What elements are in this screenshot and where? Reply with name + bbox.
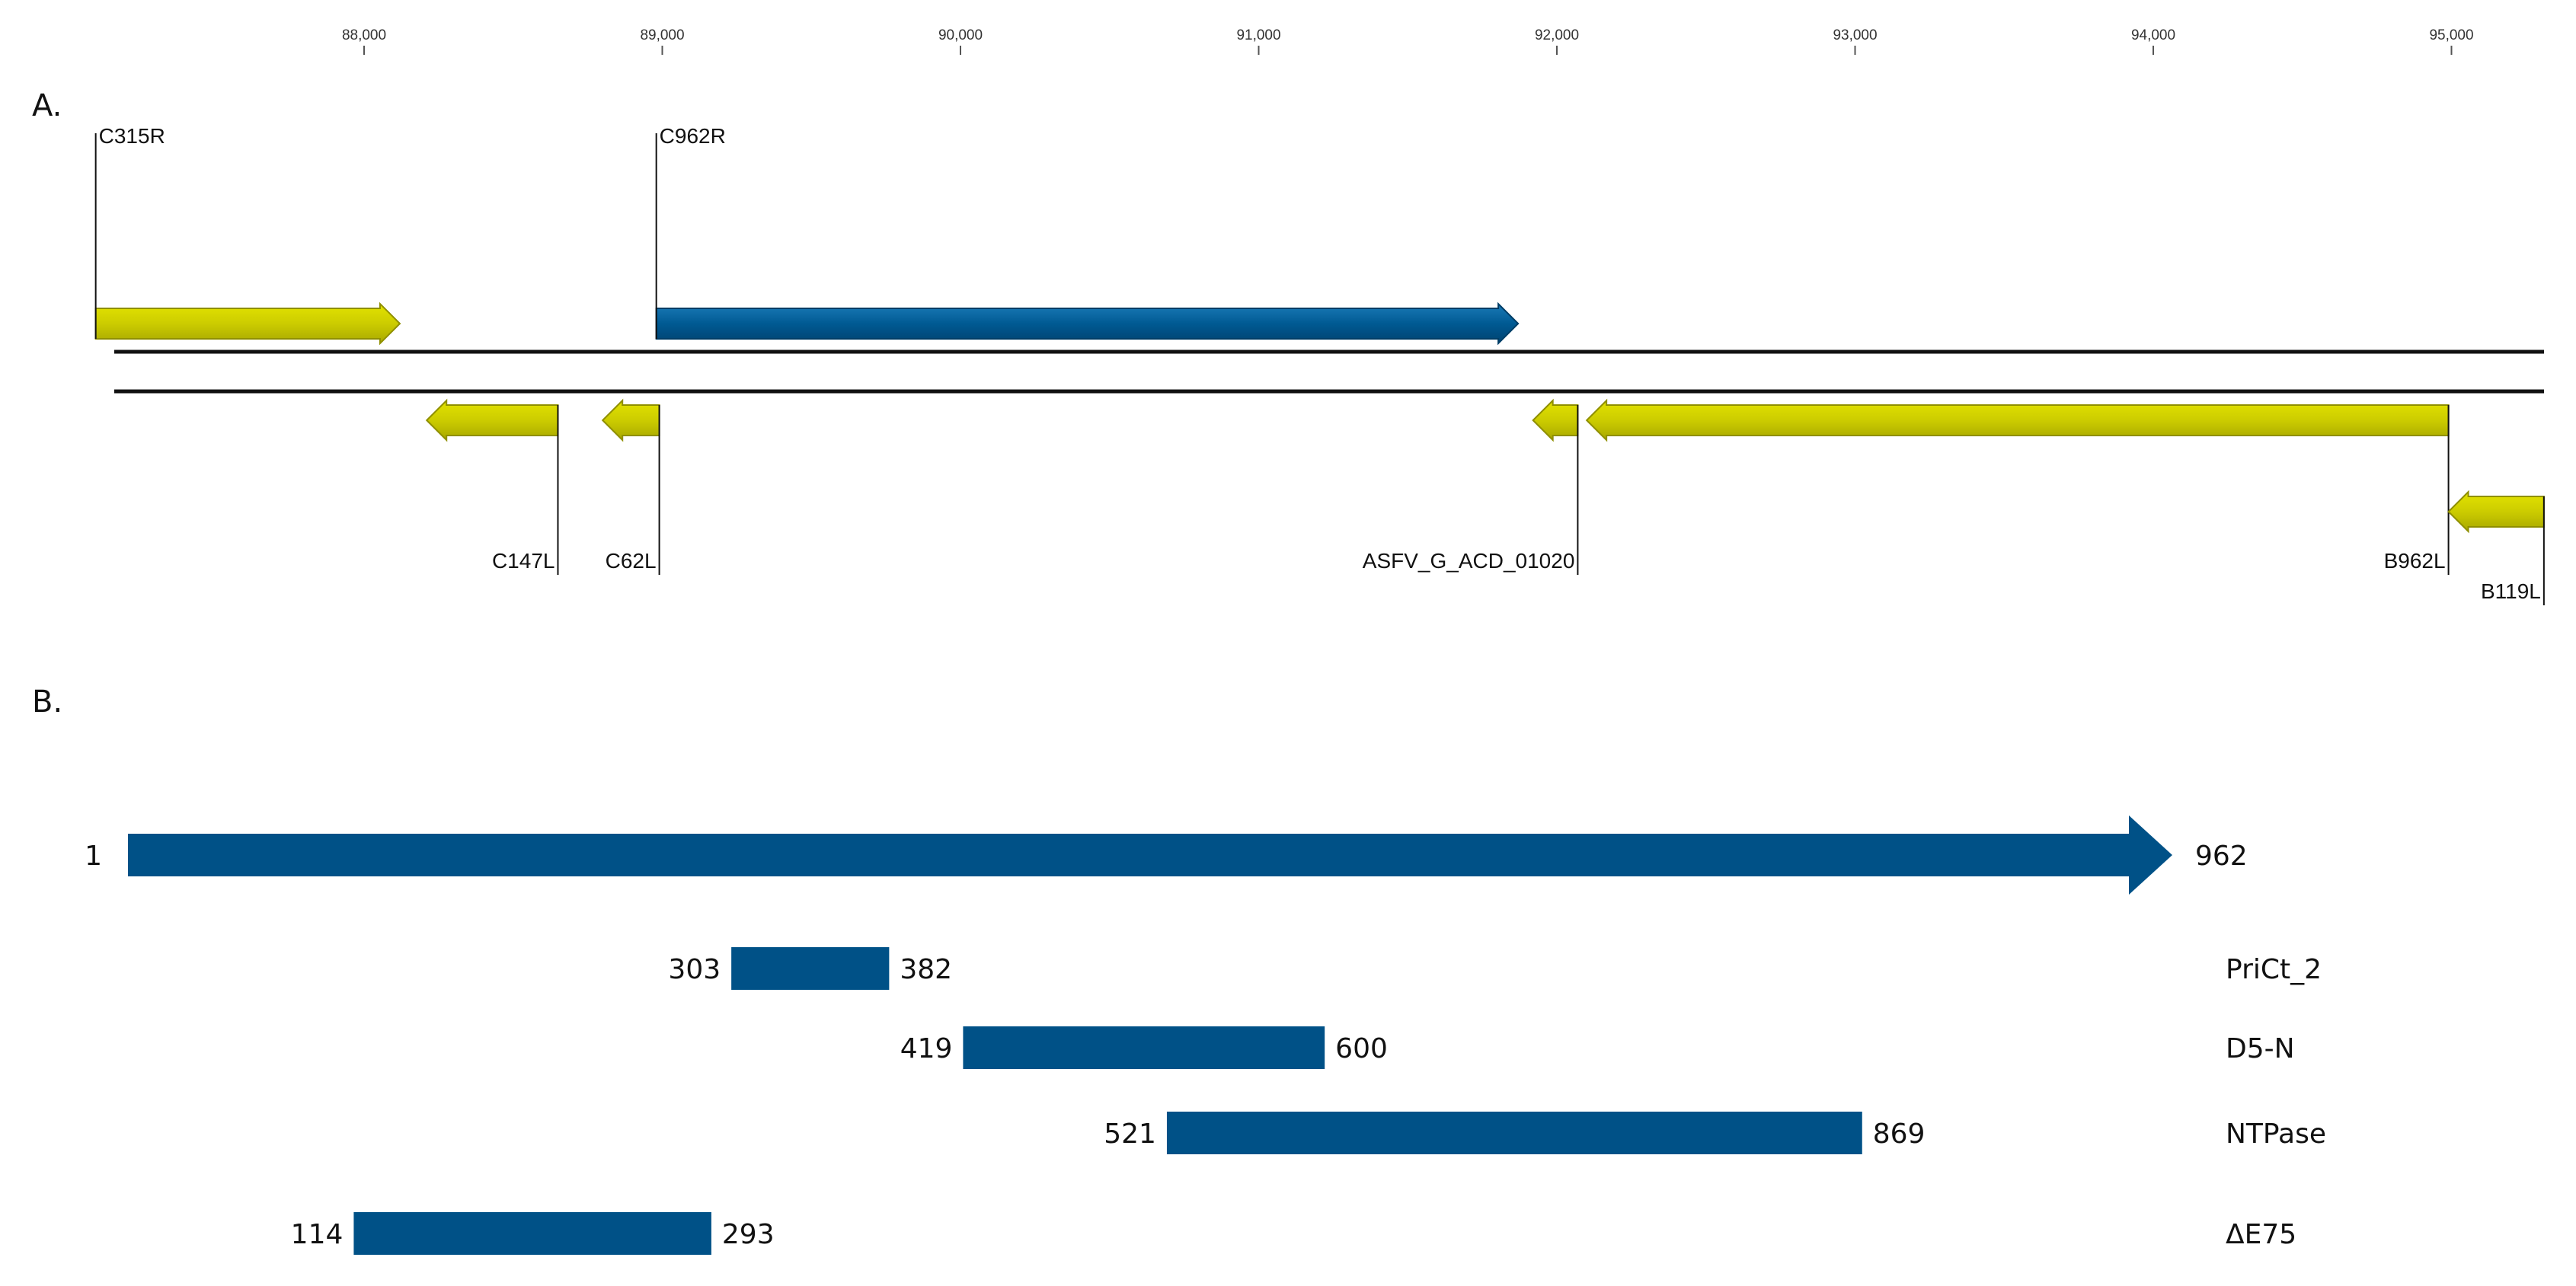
domain-tracks: 303 382 PriCt_2 419 600 D5-N 521 869 NTPase 114 29… [291,947,2326,1255]
panel-a-label: A. [32,88,62,123]
domain-start-label-prict-2: 303 [668,954,721,985]
axis-tick-label-2: 90,000 [938,27,983,43]
domain-name-ntpase: NTPase [2226,1118,2326,1150]
protein-start-label: 1 [85,841,102,872]
domain-bar-d5-n [963,1026,1325,1069]
axis-tick-label-3: 91,000 [1236,27,1280,43]
gene-arrow-c147l [425,398,559,442]
axis-tick-label-1: 89,000 [640,27,684,43]
domain-start-label-d5-n: 419 [900,1033,953,1064]
domain-end-label-ntpase: 869 [1873,1118,1926,1150]
gene-arrow-c62l [601,398,660,442]
axis-tick-label-4: 92,000 [1535,27,1579,43]
domain-end-label-e75: 293 [722,1219,775,1250]
protein-arrow [128,815,2172,895]
gene-arrow-c315r [94,302,401,346]
gene-label-asfv-g-acd-01020: ASFV_G_ACD_01020 [1363,549,1575,573]
axis-tick-label-6: 94,000 [2131,27,2175,43]
gene-label-c315r: C315R [99,124,165,148]
gene-arrow-b962l [1585,398,2450,442]
axis-tick-label-5: 93,000 [1833,27,1877,43]
panel-b-label: B. [32,684,62,720]
gene-arrow-c962r [655,302,1520,346]
domain-bar-prict-2 [731,947,890,990]
domain-bar-ntpase [1166,1112,1862,1154]
gene-label-b119l: B119L [2481,579,2541,603]
domain-name-prict-2: PriCt_2 [2226,954,2322,985]
gene-arrow-b119l [2447,490,2545,534]
domain-bar-e75 [353,1212,711,1255]
domain-start-label-e75: 114 [291,1219,344,1250]
gene-label-c147l: C147L [492,549,555,573]
domain-name-e75: ΔE75 [2226,1219,2296,1250]
domain-end-label-prict-2: 382 [900,954,952,985]
axis-tick-label-7: 95,000 [2429,27,2473,43]
domain-start-label-ntpase: 521 [1104,1118,1156,1150]
gene-track: C315R C962R C147L C62L ASFV_G_ACD_01020 B962L… [94,124,2545,605]
gene-label-c962r: C962R [660,124,726,148]
axis-tick-label-0: 88,000 [342,27,386,43]
domain-end-label-d5-n: 600 [1335,1033,1388,1064]
genome-position-axis: 88,000 89,000 90,000 91,000 92,000 93,000 94,0… [342,27,2474,55]
domain-name-d5-n: D5-N [2226,1033,2295,1064]
panel-a: A. 88,000 89,000 90,000 91,000 92,000 93,000 9… [32,27,2545,605]
protein-end-label: 962 [2195,841,2248,872]
gene-label-b962l: B962L [2384,549,2446,573]
gene-arrow-asfv-g-acd-01020 [1532,398,1579,442]
gene-label-c62l: C62L [606,549,657,573]
